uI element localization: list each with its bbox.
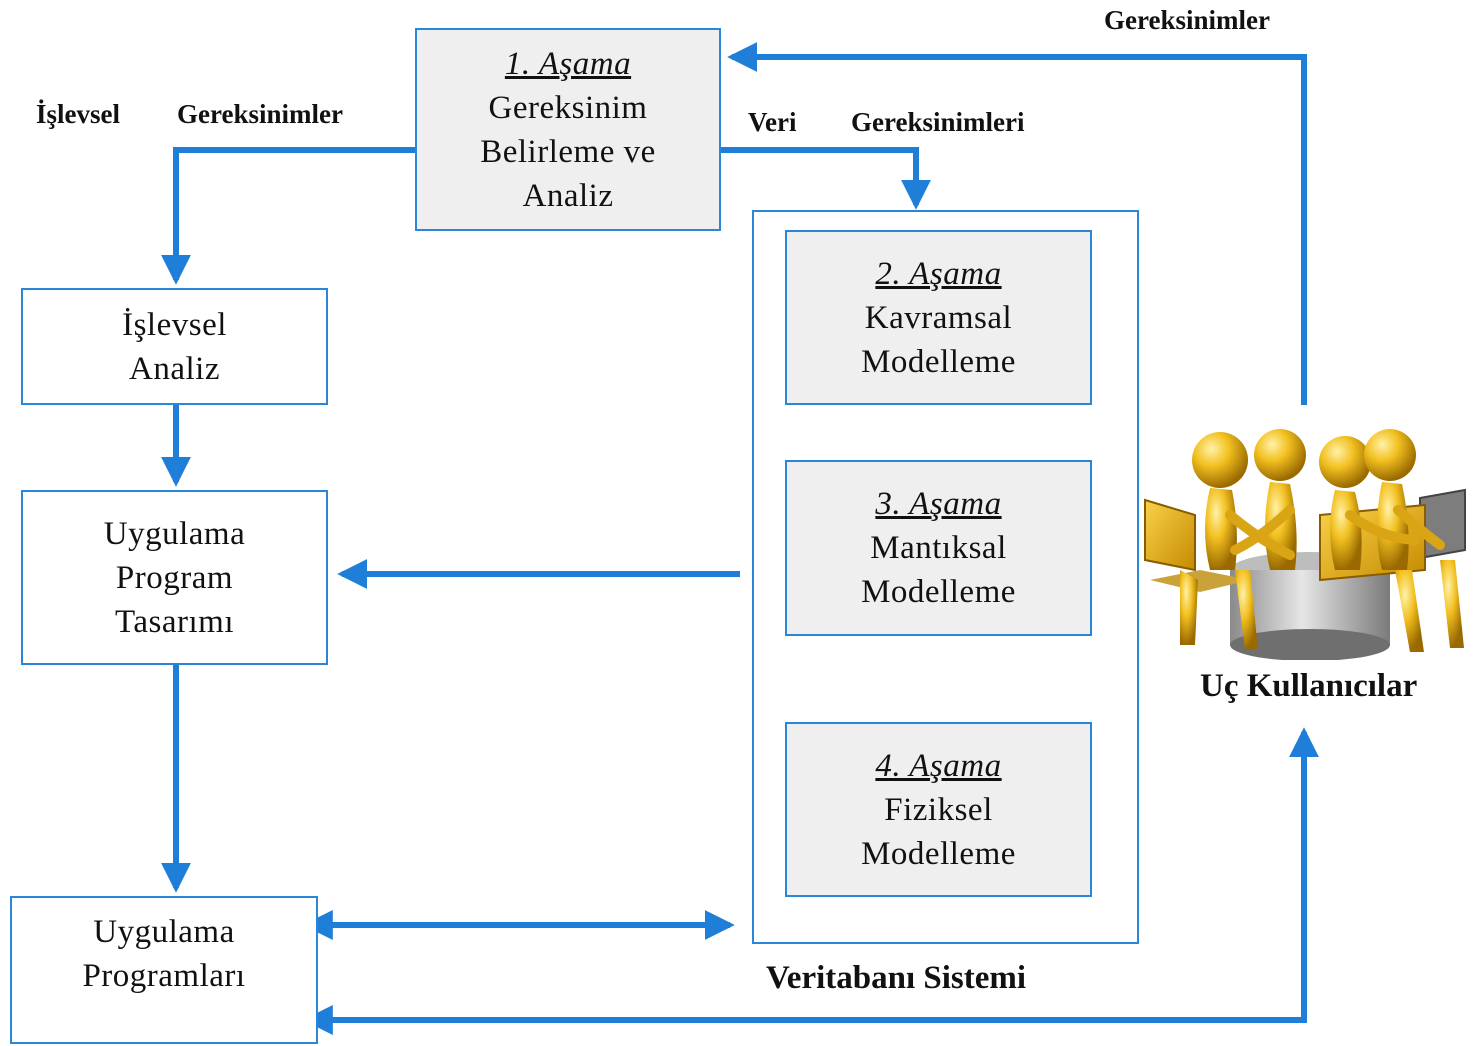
stage1-line1: Gereksinim [488,89,648,126]
stage3-line2: Modelleme [861,574,1016,610]
people-at-computers-icon [1144,429,1466,660]
stage3-title: 3. Aşama [875,486,1002,522]
stage4-box: 4. Aşama Fiziksel Modelleme [785,722,1092,897]
requirements-label: Gereksinimler [1104,5,1270,35]
programs-line2: Programları [82,958,246,994]
functional-requirements-label-a: İşlevsel [36,99,120,129]
data-requirements-label-b: Gereksinimleri [851,107,1025,137]
arrow-stage1-to-functional-analysis [161,147,415,285]
stage1-title: 1. Aşama [504,45,632,82]
program-design-line2: Program [115,559,234,596]
stage1-line2: Belirleme ve [480,133,656,170]
program-design-line3: Tasarımı [115,603,234,640]
programs-box: Uygulama Programları [10,896,318,1044]
stage2-title: 2. Aşama [875,255,1002,292]
end-users-label: Uç Kullanıcılar [1200,668,1418,704]
functional-analysis-line1: İşlevsel [122,306,227,343]
stage4-title: 4. Aşama [875,747,1002,784]
programs-line1: Uygulama [93,914,235,950]
functional-analysis-box: İşlevsel Analiz [21,288,328,405]
stage1-box: 1. Aşama Gereksinim Belirleme ve Analiz [415,28,721,231]
stage1-line3: Analiz [522,177,614,214]
program-design-line1: Uygulama [103,515,246,552]
stage2-box: 2. Aşama Kavramsal Modelleme [785,230,1092,405]
stage3-box: 3. Aşama Mantıksal Modelleme [785,460,1092,636]
database-system-label: Veritabanı Sistemi [766,960,1027,996]
functional-requirements-label-b: Gereksinimler [177,99,343,129]
stage2-line1: Kavramsal [864,299,1013,336]
stage2-line2: Modelleme [861,343,1016,380]
functional-analysis-line2: Analiz [129,350,220,387]
data-requirements-label-a: Veri [748,107,797,137]
stage3-line1: Mantıksal [870,530,1007,566]
arrow-stage1-to-database-system [720,147,931,210]
stage4-line2: Modelleme [861,835,1016,872]
arrow-programs-end-users [302,727,1319,1035]
program-design-box: Uygulama Program Tasarımı [21,490,328,665]
arrow-end-users-to-stage1 [727,42,1307,405]
stage4-line1: Fiziksel [884,791,993,828]
